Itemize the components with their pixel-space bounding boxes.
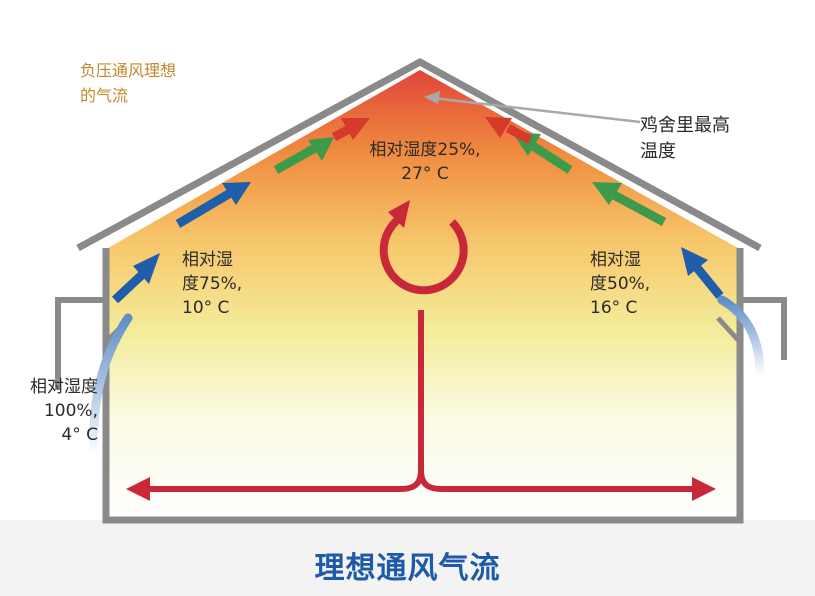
hottest-label-line-2: 温度 bbox=[640, 141, 676, 162]
floor-airflow-arrows bbox=[126, 310, 716, 501]
outside-label-line-2: 100%, bbox=[43, 401, 98, 421]
wall-outline bbox=[102, 248, 744, 524]
left-arrow-4-head bbox=[341, 118, 370, 140]
left-incoming-airstream bbox=[89, 313, 133, 460]
left-airflow-arrows bbox=[111, 118, 370, 304]
right-label-line-2: 度50%, bbox=[590, 274, 651, 294]
right-airflow-arrows bbox=[485, 117, 724, 299]
right-arrow-1-head bbox=[681, 247, 708, 276]
outside-condition-label: 相对湿度 100%, 4° C bbox=[4, 375, 98, 447]
left-label-line-3: 10° C bbox=[182, 298, 230, 318]
hottest-pointer-line bbox=[431, 96, 641, 124]
note-line-1: 负压通风理想 bbox=[80, 61, 177, 80]
diagram-caption: 理想通风气流 bbox=[314, 551, 501, 586]
interior-heat-gradient bbox=[108, 70, 738, 520]
circulation-loop bbox=[379, 214, 468, 295]
right-label-line-1: 相对湿 bbox=[590, 250, 641, 270]
right-arrow-2-head bbox=[592, 182, 622, 205]
right-incoming-airstream bbox=[717, 295, 765, 380]
hottest-label-line-1: 鸡舍里最高 bbox=[640, 115, 730, 136]
left-condition-label: 相对湿 度75%, 10° C bbox=[182, 248, 242, 320]
bottom-band bbox=[0, 520, 815, 596]
right-arrow-4-head bbox=[485, 117, 512, 138]
peak-humidity: 相对湿度25%, bbox=[369, 140, 481, 160]
left-arrow-1-head bbox=[133, 253, 160, 284]
right-inlet-baffle bbox=[716, 316, 740, 342]
note-line-2: 的气流 bbox=[80, 86, 129, 105]
left-label-line-1: 相对湿 bbox=[182, 250, 233, 270]
right-inlet-hood bbox=[740, 297, 787, 360]
left-arrow-2-head bbox=[222, 182, 251, 205]
left-inlet-hood bbox=[55, 297, 106, 390]
outside-label-line-3: 4° C bbox=[61, 425, 98, 445]
outside-label-line-1: 相对湿度 bbox=[30, 377, 98, 397]
peak-temperature: 27° C bbox=[401, 164, 449, 184]
left-arrow-3-head bbox=[308, 137, 334, 161]
hottest-point-label: 鸡舍里最高 温度 bbox=[640, 113, 730, 165]
hottest-pointer-head bbox=[424, 91, 440, 104]
roof-outline bbox=[76, 58, 762, 252]
floor-arrow-right-head bbox=[692, 477, 716, 501]
left-label-line-2: 度75%, bbox=[182, 274, 243, 294]
right-condition-label: 相对湿 度50%, 16° C bbox=[590, 248, 650, 320]
diagram-note: 负压通风理想 的气流 bbox=[80, 58, 176, 108]
right-label-line-3: 16° C bbox=[590, 298, 638, 318]
floor-arrow-left-head bbox=[126, 477, 150, 501]
peak-condition-label: 相对湿度25%, 27° C bbox=[350, 138, 500, 186]
circulation-loop-head bbox=[388, 200, 410, 228]
